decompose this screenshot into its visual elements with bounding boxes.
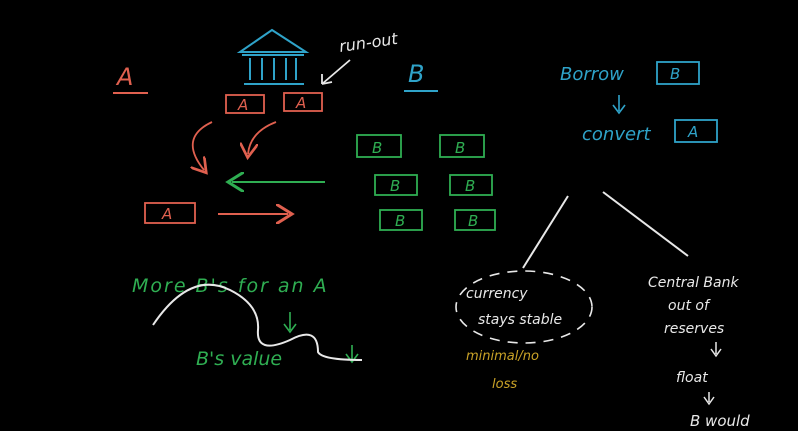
down-arrow — [703, 392, 715, 406]
currency-b-note — [356, 134, 496, 231]
borrow-text: Borrow — [560, 64, 624, 85]
currency-a-note — [674, 119, 718, 143]
branch-line — [522, 195, 569, 269]
down-arrow — [612, 95, 626, 115]
country-a-label: A — [113, 63, 148, 94]
curved-arrow — [248, 121, 277, 154]
country-a-text: A — [115, 63, 133, 91]
currency-b-note — [656, 61, 700, 85]
branch-line — [602, 191, 689, 257]
curved-arrow — [193, 121, 213, 170]
down-arrow — [345, 345, 359, 364]
currency-a-note — [144, 92, 323, 224]
note-a-label: A — [161, 205, 172, 223]
bs-value-text: B's value — [196, 348, 282, 370]
down-arrow — [283, 312, 297, 334]
note-b-label: B — [468, 212, 478, 230]
country-b-label: B — [404, 60, 438, 92]
convert-text: convert — [582, 124, 651, 145]
currency-text: currency — [466, 286, 528, 302]
note-b-label: B — [395, 212, 405, 230]
country-b-text: B — [408, 60, 424, 88]
note-a-label: A — [237, 96, 248, 114]
bank-building-icon — [236, 28, 310, 85]
loss-text: loss — [492, 377, 517, 392]
central-bank-text: Central Bank — [648, 275, 739, 291]
minimal-loss-text: minimal/no — [466, 349, 539, 364]
note-a-label: A — [295, 94, 306, 112]
reserves-text: reserves — [664, 321, 724, 337]
run-out-text: run-out — [338, 29, 400, 56]
note-a-label: A — [687, 123, 698, 141]
down-arrow — [710, 342, 722, 358]
float-text: float — [676, 370, 708, 386]
note-b-label: B — [670, 65, 680, 83]
note-b-label: B — [372, 139, 382, 157]
out-of-text: out of — [668, 298, 711, 314]
note-b-label: B — [465, 177, 475, 195]
dashed-outline — [455, 270, 593, 344]
stays-stable-text: stays stable — [478, 312, 562, 328]
note-b-label: B — [455, 139, 465, 157]
run-out-arrow — [321, 59, 351, 85]
scribble-line — [152, 283, 363, 361]
b-would-text: B would — [690, 412, 750, 430]
note-b-label: B — [390, 177, 400, 195]
more-bs-text: More B's for an A — [132, 275, 329, 297]
